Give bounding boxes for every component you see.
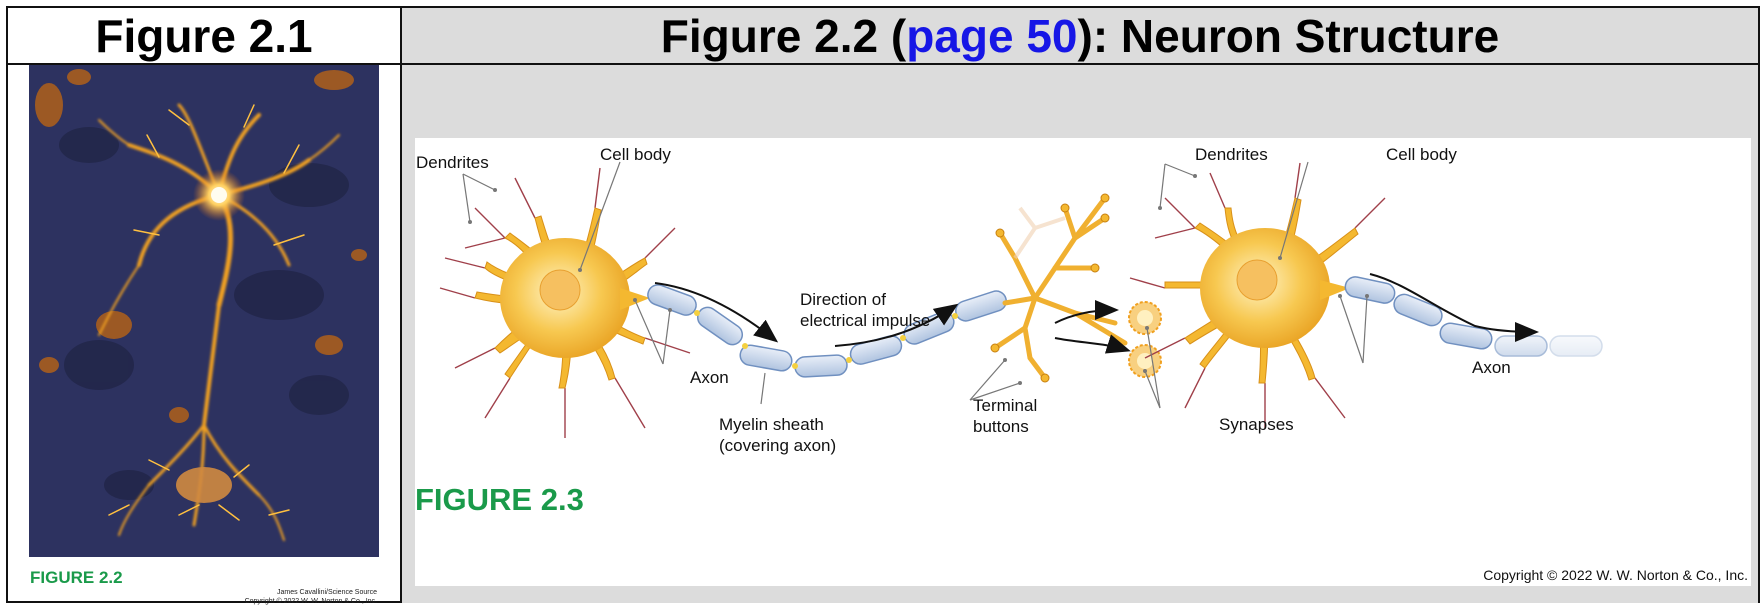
right-header-title: Figure 2.2 (page 50): Neuron Structure bbox=[661, 9, 1499, 63]
label-cell-body-1: Cell body bbox=[600, 145, 671, 164]
figure-2-3-caption: FIGURE 2.3 bbox=[415, 482, 584, 517]
left-header-title: Figure 2.1 bbox=[95, 9, 312, 63]
label-dendrites-2: Dendrites bbox=[1195, 145, 1268, 164]
label-myelin-line-2: (covering axon) bbox=[719, 436, 836, 455]
right-header-suffix: ): Neuron Structure bbox=[1078, 10, 1500, 62]
page-link[interactable]: page 50 bbox=[906, 10, 1077, 62]
neuron-structure-diagram: Dendrites Cell body Direction of electri… bbox=[415, 138, 1751, 586]
label-direction-line-2: electrical impulse bbox=[800, 311, 930, 330]
left-header: Figure 2.1 bbox=[8, 8, 400, 64]
credit-line-1: James Cavallini/Science Source bbox=[245, 588, 377, 597]
label-dendrites-1: Dendrites bbox=[416, 153, 489, 172]
figure-2-2-caption: FIGURE 2.2 bbox=[30, 568, 123, 588]
right-header-prefix: Figure 2.2 ( bbox=[661, 10, 906, 62]
terminal-branches bbox=[995, 198, 1125, 378]
label-terminal-line-2: buttons bbox=[973, 417, 1029, 436]
right-header: Figure 2.2 (page 50): Neuron Structure bbox=[402, 8, 1758, 64]
credit-line-2: Copyright © 2022 W. W. Norton & Co., Inc… bbox=[245, 597, 377, 606]
label-cell-body-2: Cell body bbox=[1386, 145, 1457, 164]
neuron-micrograph bbox=[29, 65, 379, 557]
neuron-1-nucleus bbox=[540, 270, 580, 310]
figure-2-3-copyright: Copyright © 2022 W. W. Norton & Co., Inc… bbox=[1483, 567, 1748, 583]
axon-2-myelin-segments bbox=[1343, 275, 1602, 356]
synapse-bursts bbox=[1129, 302, 1161, 377]
label-synapses: Synapses bbox=[1219, 415, 1294, 434]
label-axon-1: Axon bbox=[690, 368, 729, 387]
label-myelin-line-1: Myelin sheath bbox=[719, 415, 824, 434]
label-terminal-line-1: Terminal bbox=[973, 396, 1037, 415]
label-direction-line-1: Direction of bbox=[800, 290, 886, 309]
label-axon-2: Axon bbox=[1472, 358, 1511, 377]
figure-2-2-credit: James Cavallini/Science Source Copyright… bbox=[245, 588, 377, 606]
neuron-2-nucleus bbox=[1237, 260, 1277, 300]
